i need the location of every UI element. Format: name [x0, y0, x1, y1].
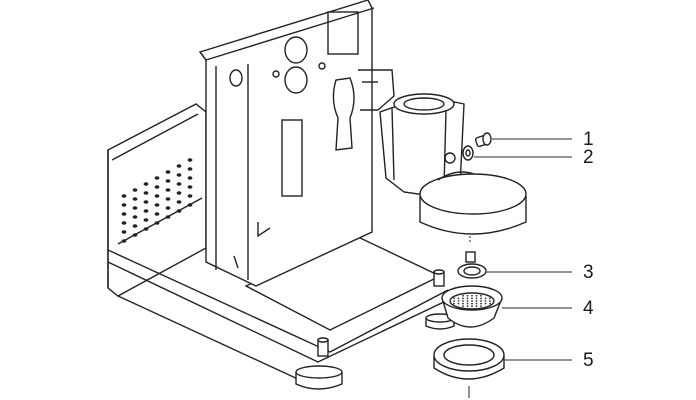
- drip-hole: [165, 215, 171, 219]
- screen-hole: [466, 294, 469, 297]
- drip-hole: [176, 173, 182, 177]
- screen-hole: [466, 297, 469, 300]
- callout-1-label: 1: [583, 129, 594, 150]
- drip-hole: [176, 209, 182, 213]
- part-shower-screen: [441, 285, 503, 328]
- screen-hole: [471, 305, 473, 308]
- screen-hole: [480, 294, 482, 297]
- drip-hole: [121, 221, 127, 225]
- drip-hole: [154, 185, 160, 189]
- screen-hole: [475, 300, 478, 302]
- screen-hole: [480, 305, 482, 308]
- screen-hole: [475, 297, 478, 300]
- drip-hole: [176, 182, 182, 186]
- leader-lines: [474, 138, 572, 361]
- screen-hole: [484, 297, 487, 300]
- screen-hole: [471, 300, 473, 302]
- drip-hole: [176, 200, 182, 204]
- screen-hole: [471, 297, 473, 300]
- screen-hole: [480, 297, 482, 300]
- drip-hole: [132, 197, 138, 201]
- screen-hole: [457, 300, 460, 302]
- machine-base: [107, 103, 455, 390]
- screen-hole: [462, 300, 464, 302]
- drip-hole: [187, 203, 193, 207]
- drip-hole: [187, 194, 193, 198]
- drip-hole: [143, 218, 149, 222]
- screen-hole: [457, 297, 460, 300]
- callout-4-label: 4: [583, 298, 594, 319]
- drip-hole: [154, 194, 160, 198]
- drip-hole: [132, 206, 138, 210]
- drip-hole: [132, 215, 138, 219]
- drip-hole: [121, 239, 127, 243]
- drip-hole: [121, 203, 127, 207]
- drip-hole: [165, 206, 171, 210]
- drip-hole: [121, 194, 127, 198]
- drip-hole: [121, 230, 127, 234]
- screen-hole: [462, 305, 464, 308]
- screen-hole: [462, 297, 464, 300]
- drip-hole: [143, 182, 149, 186]
- screen-hole: [489, 297, 491, 300]
- screen-hole: [475, 302, 478, 305]
- drip-hole: [187, 176, 193, 180]
- drip-hole: [143, 191, 149, 195]
- screen-hole: [466, 302, 469, 305]
- screen-hole: [484, 302, 487, 305]
- callout-5-label: 5: [583, 350, 594, 371]
- drip-tray-holes: [121, 158, 193, 243]
- screen-hole: [471, 302, 473, 305]
- part-o-ring: [457, 236, 487, 279]
- screen-hole: [457, 302, 460, 305]
- drip-hole: [154, 212, 160, 216]
- part-screw: [474, 132, 492, 148]
- back-frame-panel: [198, 0, 395, 287]
- screen-hole: [489, 302, 491, 305]
- screen-hole: [462, 294, 464, 297]
- drip-hole: [165, 197, 171, 201]
- drip-hole: [165, 188, 171, 192]
- screen-hole: [466, 300, 469, 302]
- screen-hole: [480, 302, 482, 305]
- screen-hole: [484, 300, 487, 302]
- screen-hole: [453, 302, 455, 305]
- screen-hole: [475, 305, 478, 308]
- screen-hole: [453, 297, 455, 300]
- drip-hole: [187, 185, 193, 189]
- part-washer: [462, 145, 474, 161]
- drip-hole: [154, 221, 160, 225]
- drip-hole: [132, 233, 138, 237]
- drip-hole: [143, 209, 149, 213]
- screen-hole: [480, 300, 482, 302]
- drip-hole: [176, 191, 182, 195]
- drip-hole: [176, 164, 182, 168]
- drip-hole: [165, 179, 171, 183]
- drip-hole: [143, 200, 149, 204]
- drip-hole: [165, 170, 171, 174]
- drip-hole: [121, 212, 127, 216]
- drip-hole: [154, 176, 160, 180]
- screen-hole: [462, 302, 464, 305]
- drip-hole: [187, 167, 193, 171]
- drip-hole: [132, 188, 138, 192]
- screen-hole: [471, 294, 473, 297]
- drip-hole: [187, 158, 193, 162]
- drip-hole: [154, 203, 160, 207]
- part-group-gasket: [433, 338, 505, 398]
- brew-group-head: [379, 93, 527, 235]
- drip-hole: [132, 224, 138, 228]
- drip-hole: [143, 227, 149, 231]
- screen-hole: [453, 300, 455, 302]
- screen-hole: [475, 294, 478, 297]
- screen-hole: [489, 300, 491, 302]
- callout-3-label: 3: [583, 262, 594, 283]
- screen-hole: [466, 305, 469, 308]
- callout-2-label: 2: [583, 147, 594, 168]
